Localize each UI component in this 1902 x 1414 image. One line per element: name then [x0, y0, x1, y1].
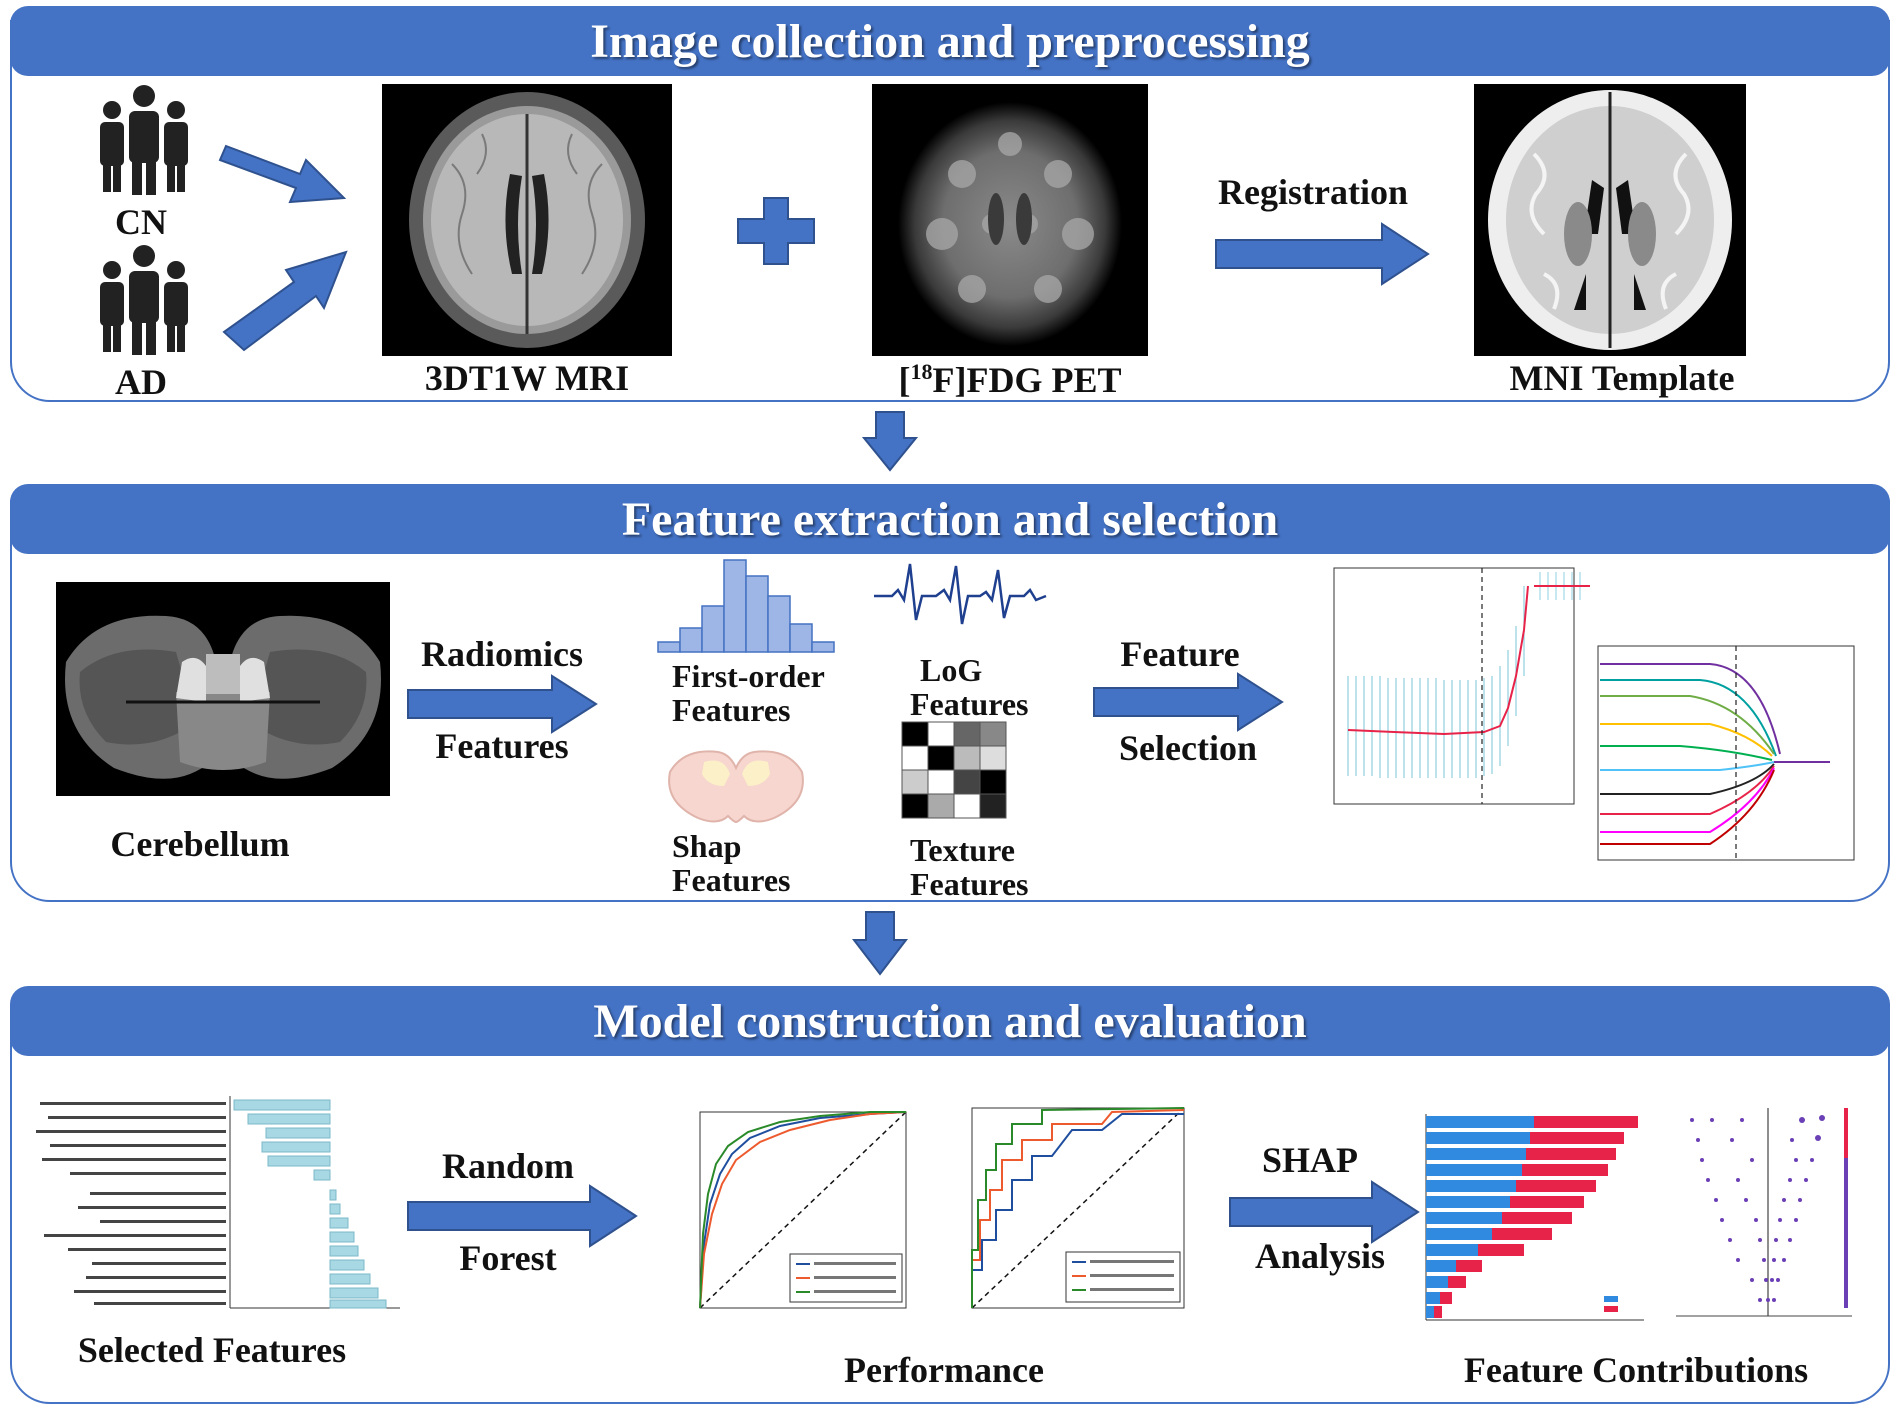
- feature-selection-label-top: Feature: [1120, 634, 1240, 674]
- arrow-right-icon: [218, 144, 347, 204]
- pet-label: [18F]FDG PET: [898, 359, 1122, 400]
- shape-icon: [668, 750, 804, 824]
- arrow-right-icon: [222, 250, 348, 352]
- mni-template-image: [1474, 84, 1746, 356]
- section-title-preprocessing: Image collection and preprocessing: [10, 6, 1890, 76]
- selected-features-label: Selected Features: [77, 1330, 347, 1370]
- arrow-right-icon: [407, 674, 598, 734]
- roc-curve-test: [971, 1107, 1185, 1309]
- lasso-coef-plot: [1597, 645, 1855, 861]
- cerebellum-image: [56, 582, 390, 796]
- histogram-icon: [657, 559, 835, 653]
- selected-features-chart: [36, 1096, 400, 1309]
- log-signal-icon: [874, 563, 1047, 625]
- mni-template-label: MNI Template: [1509, 358, 1735, 398]
- shap-importance-chart: [1425, 1114, 1644, 1321]
- people-icon: [100, 85, 188, 195]
- texture-grid-icon: [901, 721, 1007, 819]
- arrow-right-icon: [407, 1184, 638, 1248]
- arrow-down-icon: [861, 411, 919, 472]
- section-title-features: Feature extraction and selection: [10, 484, 1890, 554]
- random-forest-label-top: Random: [441, 1146, 575, 1186]
- feature-selection-label-bottom: Selection: [1119, 728, 1257, 768]
- radiomics-label-bottom: Features: [435, 726, 569, 766]
- performance-label: Performance: [844, 1350, 1044, 1390]
- people-icon: [100, 245, 188, 355]
- group-label-ad: AD: [115, 362, 167, 402]
- arrow-down-icon: [851, 911, 909, 976]
- shap-analysis-label-bottom: Analysis: [1254, 1236, 1386, 1276]
- section-title-model: Model construction and evaluation: [10, 986, 1890, 1056]
- random-forest-label-bottom: Forest: [459, 1238, 557, 1278]
- mri-label: 3DT1W MRI: [424, 358, 630, 398]
- roc-curve-train: [699, 1111, 907, 1309]
- lasso-cv-plot: [1333, 567, 1590, 805]
- registration-label: Registration: [1218, 172, 1408, 212]
- shap-analysis-label-top: SHAP: [1261, 1140, 1359, 1180]
- pet-image: [872, 84, 1148, 356]
- mri-image: [382, 84, 672, 356]
- group-label-cn: CN: [115, 202, 167, 242]
- cerebellum-label: Cerebellum: [110, 824, 290, 864]
- plus-icon: [737, 197, 815, 265]
- shap-beeswarm-chart: [1676, 1108, 1852, 1317]
- feature-contributions-label: Feature Contributions: [1463, 1350, 1809, 1390]
- arrow-right-icon: [1093, 672, 1284, 732]
- arrow-right-icon: [1215, 222, 1430, 286]
- arrow-right-icon: [1229, 1180, 1420, 1244]
- radiomics-label-top: Radiomics: [421, 634, 583, 674]
